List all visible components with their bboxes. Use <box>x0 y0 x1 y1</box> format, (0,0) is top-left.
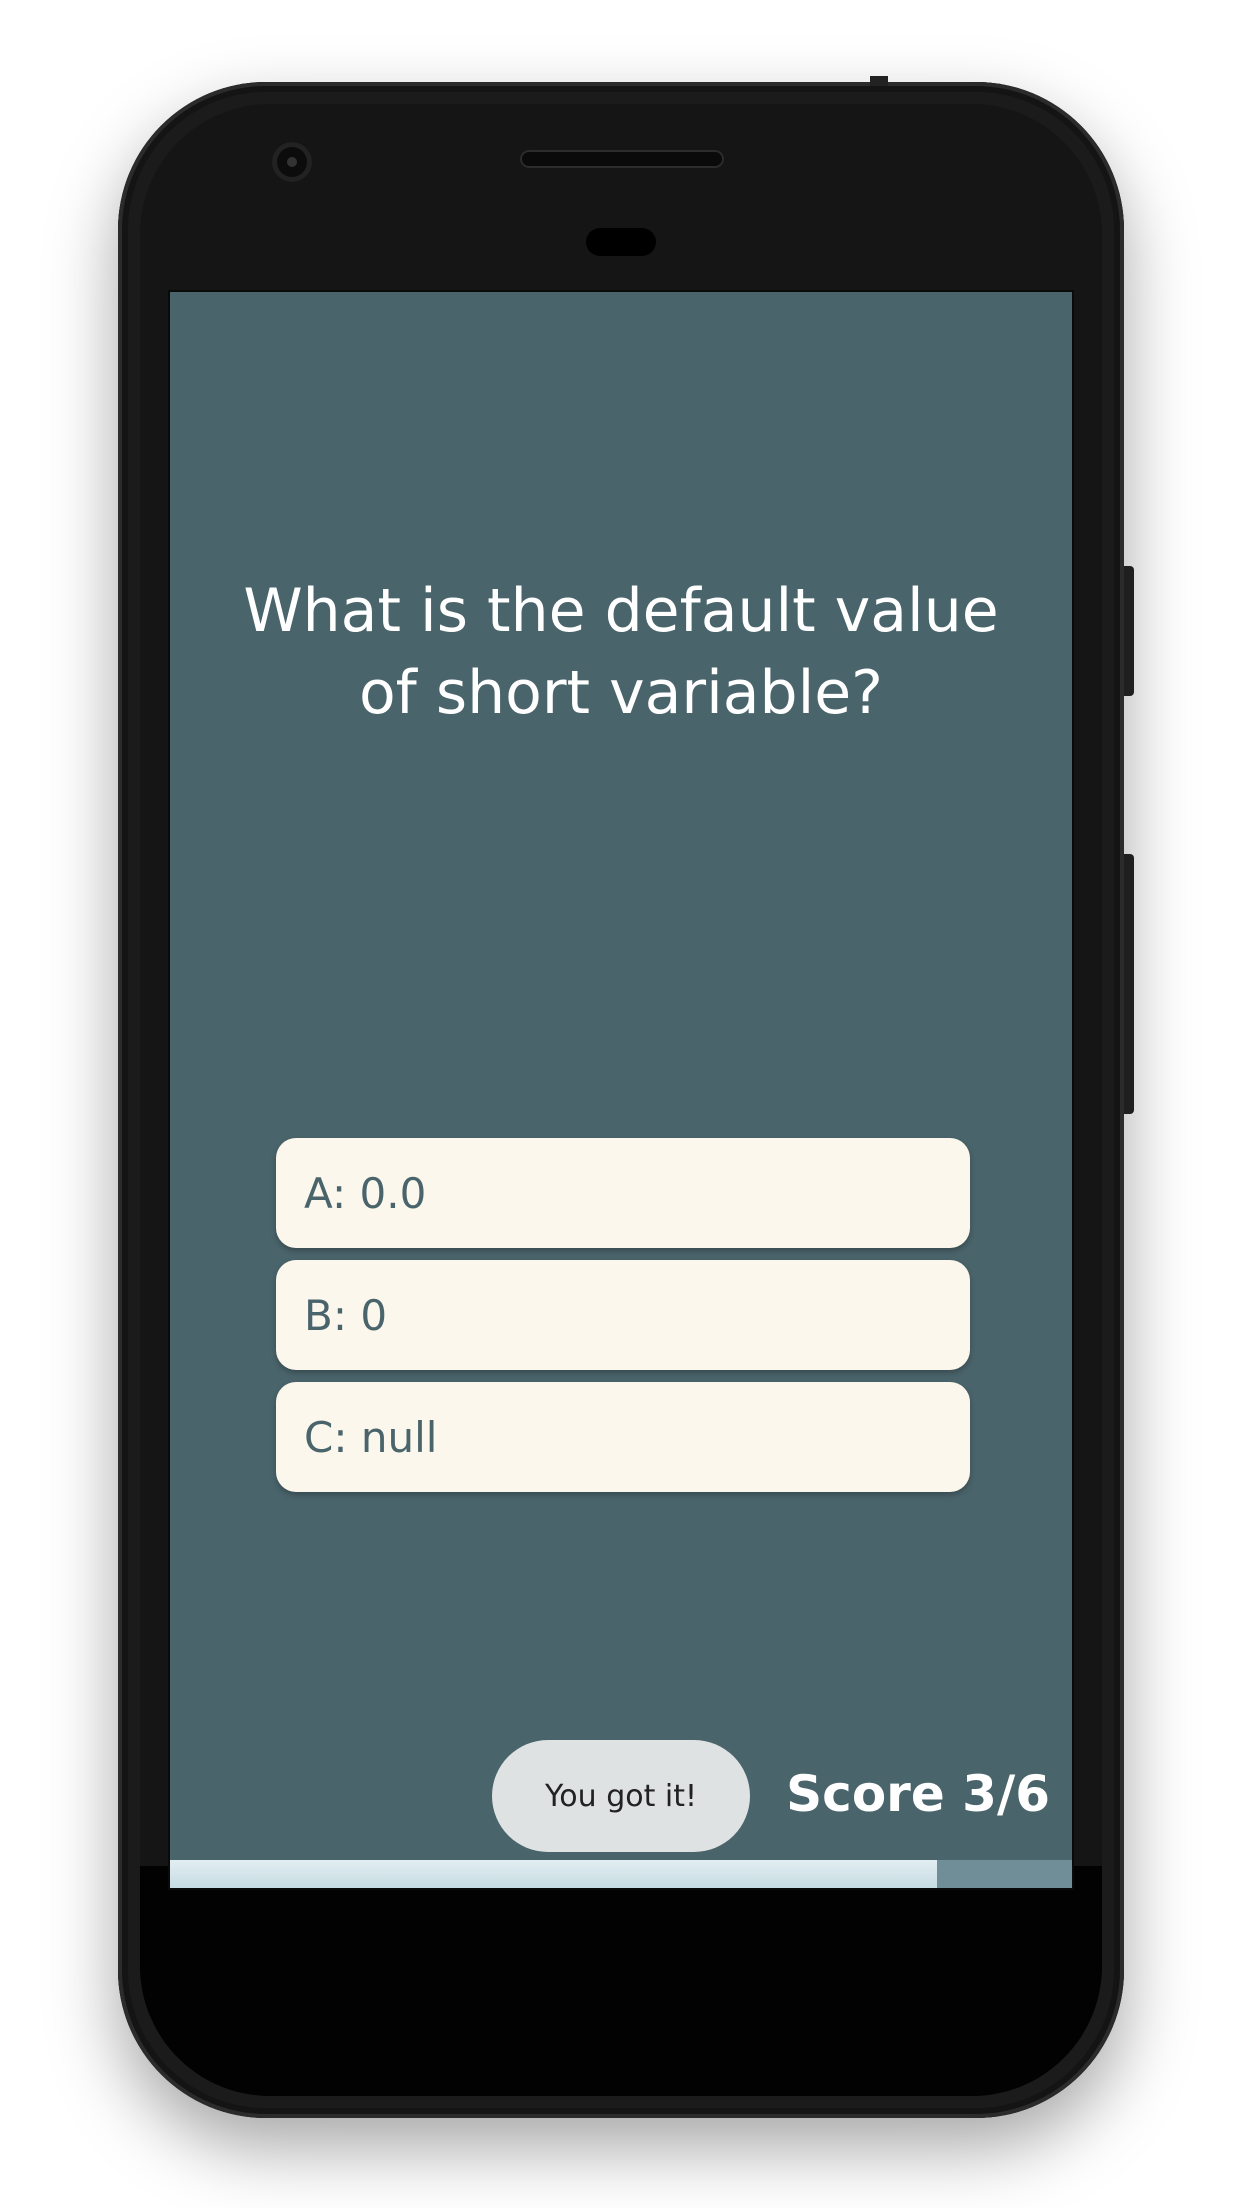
answer-option-a[interactable]: A: 0.0 <box>276 1138 970 1248</box>
feedback-toast: You got it! <box>492 1740 750 1852</box>
phone-top-button <box>870 76 888 86</box>
front-camera-icon <box>272 142 312 182</box>
quiz-progress-bar <box>170 1860 1072 1888</box>
answer-option-c[interactable]: C: null <box>276 1382 970 1492</box>
phone-chin <box>140 1866 1102 2096</box>
quiz-progress-fill <box>170 1860 937 1888</box>
phone-power-button <box>1124 566 1134 696</box>
earpiece-speaker <box>520 150 724 168</box>
phone-volume-button <box>1124 854 1134 1114</box>
quiz-screen: What is the default value of short varia… <box>168 290 1074 1890</box>
proximity-sensor <box>586 228 656 256</box>
question-text: What is the default value of short varia… <box>243 576 999 728</box>
answer-options: A: 0.0 B: 0 C: null <box>276 1138 970 1504</box>
answer-option-b[interactable]: B: 0 <box>276 1260 970 1370</box>
score-label: Score 3/6 <box>786 1765 1050 1823</box>
